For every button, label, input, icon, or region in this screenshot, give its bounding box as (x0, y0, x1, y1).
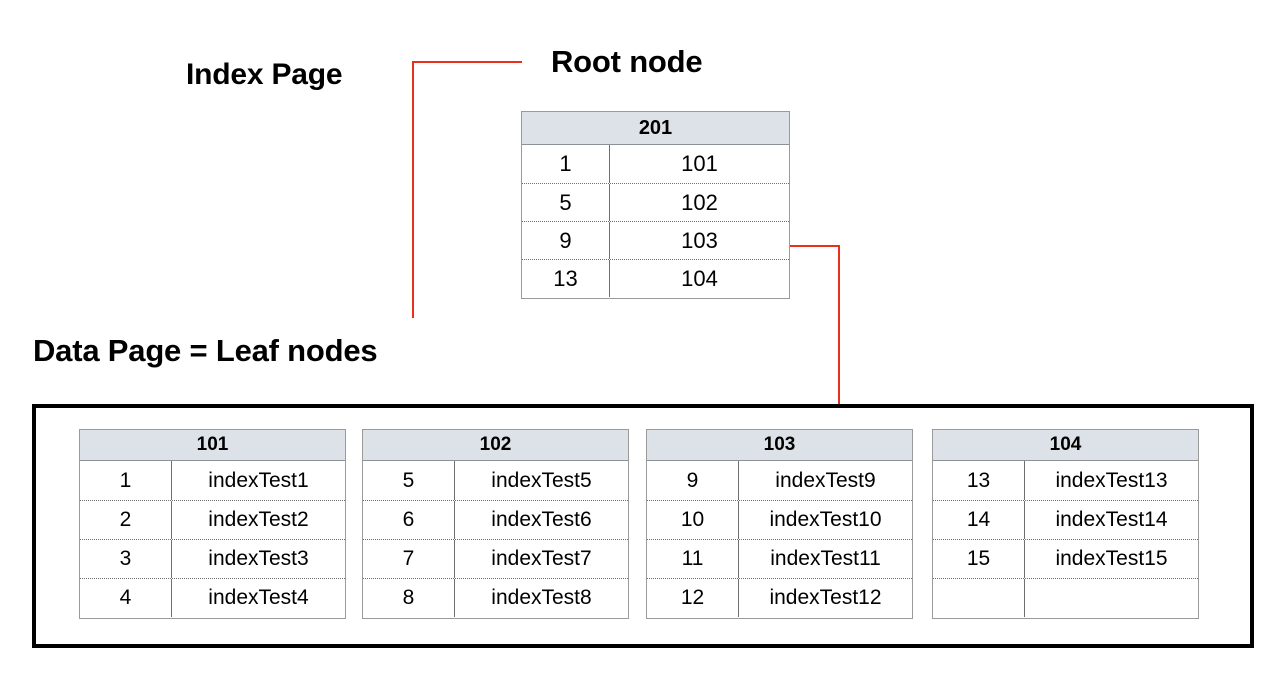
root-node-key: 9 (522, 222, 610, 259)
table-row-empty (933, 578, 1198, 617)
leaf-node-key: 13 (933, 461, 1025, 500)
root-node-page-id: 201 (522, 112, 789, 145)
table-row: 10 indexTest10 (647, 500, 912, 539)
leaf-node-value: indexTest13 (1055, 468, 1168, 492)
table-row: 2 indexTest2 (80, 500, 345, 539)
root-to-leaf-arrow-horizontal-line (790, 245, 840, 247)
table-row: 14 indexTest14 (933, 500, 1198, 539)
table-row: 8 indexTest8 (363, 578, 628, 617)
table-row: 6 indexTest6 (363, 500, 628, 539)
table-row: 11 indexTest11 (647, 539, 912, 578)
table-row: 1 indexTest1 (80, 461, 345, 500)
table-row: 15 indexTest15 (933, 539, 1198, 578)
root-node-pointer: 102 (681, 189, 718, 215)
leaf-node-key: 2 (80, 501, 172, 539)
leaf-node-page-id: 103 (647, 430, 912, 461)
leaf-node-value: indexTest10 (769, 508, 882, 531)
leaf-node-value: indexTest2 (208, 508, 309, 531)
index-page-label: Index Page (186, 58, 343, 91)
leaf-node-value: indexTest7 (491, 547, 592, 570)
root-node-pointer: 103 (681, 227, 718, 253)
leaf-node-value: indexTest3 (208, 547, 309, 570)
leaf-node-key: 6 (363, 501, 455, 539)
leaf-node-value: indexTest6 (491, 508, 592, 531)
root-node-key: 1 (522, 145, 610, 183)
leaf-node-page-id: 102 (363, 430, 628, 461)
leaf-node-value: indexTest11 (770, 547, 881, 570)
table-row: 12 indexTest12 (647, 578, 912, 617)
leaf-node-key: 1 (80, 461, 172, 500)
leaf-node-key: 4 (80, 579, 172, 617)
root-node-table: 201 1 101 5 102 9 103 13 104 (521, 111, 790, 299)
leaf-node-102: 102 5 indexTest5 6 indexTest6 7 indexTes… (362, 429, 629, 619)
table-row: 13 indexTest13 (933, 461, 1198, 500)
root-node-key: 13 (522, 260, 610, 297)
root-to-leaf-arrow-vertical-line (838, 245, 840, 419)
leaf-node-key: 3 (80, 540, 172, 578)
leaf-node-value: indexTest5 (491, 468, 592, 492)
root-node-label: Root node (551, 44, 703, 79)
leaf-node-value: indexTest15 (1055, 547, 1168, 570)
leaf-node-key: 14 (933, 501, 1025, 539)
index-page-leader-vertical-line (412, 61, 414, 318)
root-node-key: 5 (522, 184, 610, 221)
leaf-node-rows: 5 indexTest5 6 indexTest6 7 indexTest7 8… (363, 461, 628, 617)
data-page-label: Data Page = Leaf nodes (33, 333, 378, 368)
table-row: 7 indexTest7 (363, 539, 628, 578)
leaf-node-key: 10 (647, 501, 739, 539)
table-row: 9 103 (522, 221, 789, 259)
table-row: 9 indexTest9 (647, 461, 912, 500)
leaf-node-page-id: 101 (80, 430, 345, 461)
leaf-node-value: indexTest4 (208, 586, 309, 609)
leaf-node-key (933, 579, 1025, 617)
leaf-node-rows: 13 indexTest13 14 indexTest14 15 indexTe… (933, 461, 1198, 617)
table-row: 13 104 (522, 259, 789, 297)
table-row: 5 102 (522, 183, 789, 221)
table-row: 5 indexTest5 (363, 461, 628, 500)
table-row: 1 101 (522, 145, 789, 183)
root-node-rows: 1 101 5 102 9 103 13 104 (522, 145, 789, 297)
leaf-node-key: 7 (363, 540, 455, 578)
index-page-leader-horizontal-line (412, 61, 522, 63)
leaf-node-key: 12 (647, 579, 739, 617)
leaf-node-value: indexTest14 (1055, 508, 1168, 531)
root-node-pointer: 104 (681, 265, 718, 291)
leaf-node-value: indexTest12 (769, 586, 882, 609)
table-row: 3 indexTest3 (80, 539, 345, 578)
leaf-node-key: 15 (933, 540, 1025, 578)
leaf-node-rows: 1 indexTest1 2 indexTest2 3 indexTest3 4… (80, 461, 345, 617)
leaf-node-value: indexTest1 (208, 468, 309, 492)
leaf-node-104: 104 13 indexTest13 14 indexTest14 15 ind… (932, 429, 1199, 619)
leaf-node-value (1025, 579, 1198, 617)
table-row: 4 indexTest4 (80, 578, 345, 617)
leaf-node-key: 9 (647, 461, 739, 500)
leaf-node-103: 103 9 indexTest9 10 indexTest10 11 index… (646, 429, 913, 619)
root-node-pointer: 101 (681, 151, 718, 176)
leaf-node-key: 8 (363, 579, 455, 617)
leaf-node-value: indexTest8 (491, 586, 592, 609)
leaf-node-key: 5 (363, 461, 455, 500)
leaf-node-value: indexTest9 (775, 468, 876, 492)
leaf-node-page-id: 104 (933, 430, 1198, 461)
leaf-node-101: 101 1 indexTest1 2 indexTest2 3 indexTes… (79, 429, 346, 619)
leaf-node-key: 11 (647, 540, 739, 578)
leaf-node-rows: 9 indexTest9 10 indexTest10 11 indexTest… (647, 461, 912, 617)
